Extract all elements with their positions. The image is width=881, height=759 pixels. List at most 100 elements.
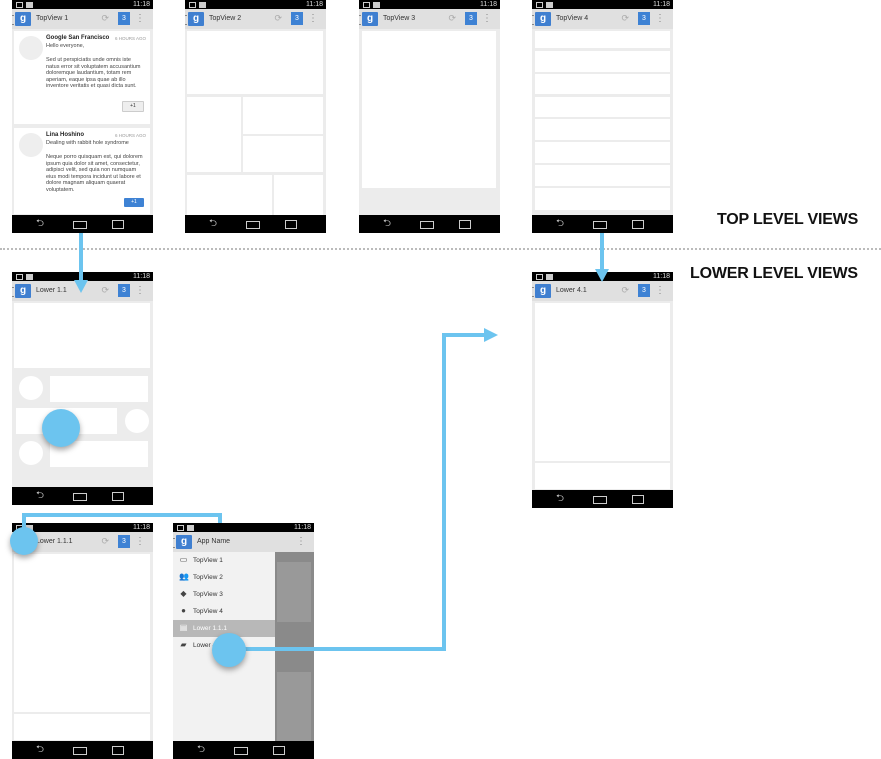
home-icon[interactable] (593, 496, 607, 504)
nav-bar: ⮌ (12, 215, 153, 233)
list-item[interactable] (535, 51, 670, 72)
overflow-menu-icon[interactable]: ⋮ (655, 285, 665, 296)
content-tile[interactable] (243, 136, 323, 172)
home-icon[interactable] (246, 221, 260, 229)
sync-icon[interactable]: ⟳ (621, 13, 629, 23)
post-time: 6 HOURS AGO (114, 36, 146, 41)
recents-icon[interactable] (459, 220, 471, 229)
notification-badge[interactable]: 3 (118, 284, 130, 297)
sync-icon[interactable]: ⟳ (101, 13, 109, 23)
touch-point-app-icon (10, 527, 38, 555)
content-panel (14, 554, 150, 712)
nav-bar: ⮌ (532, 215, 673, 233)
sync-icon[interactable]: ⟳ (621, 285, 629, 295)
content-tile[interactable] (187, 31, 323, 94)
phone-lower11: 11:18 g Lower 1.1 ⟳ 3 ⋮ ⮌ (12, 272, 153, 505)
drawer-item-topview1[interactable]: ▭ TopView 1 (179, 555, 223, 565)
app-logo-icon[interactable]: g (12, 284, 31, 298)
overflow-menu-icon[interactable]: ⋮ (482, 13, 492, 24)
list-item[interactable] (535, 74, 670, 94)
screen-title: TopView 2 (209, 15, 242, 22)
back-icon[interactable]: ⮌ (197, 744, 206, 755)
recents-icon[interactable] (112, 746, 124, 755)
post-body: Sed ut perspiciatis unde omnis iste natu… (46, 57, 141, 89)
notification-badge[interactable]: 3 (465, 12, 477, 25)
back-icon[interactable]: ⮌ (556, 218, 565, 229)
sync-icon[interactable]: ⟳ (274, 13, 282, 23)
status-bar: 11:18 (359, 0, 500, 9)
overflow-menu-icon[interactable]: ⋮ (308, 13, 318, 24)
app-logo-icon[interactable]: g (12, 12, 31, 26)
status-bar: 11:18 (173, 523, 314, 532)
app-logo-icon[interactable]: g (173, 535, 192, 549)
list-item[interactable] (50, 376, 148, 402)
arrowhead (484, 328, 498, 342)
dimmed-content (275, 552, 314, 742)
plus-one-button[interactable]: +1 (122, 101, 144, 112)
notification-badge[interactable]: 3 (118, 12, 130, 25)
back-icon[interactable]: ⮌ (36, 744, 45, 755)
back-icon[interactable]: ⮌ (36, 490, 45, 501)
back-icon[interactable]: ⮌ (556, 493, 565, 504)
notification-badge[interactable]: 3 (638, 284, 650, 297)
phone-lower111: 11:18 g Lower 1.1.1 ⟳ 3 ⋮ ⮌ (12, 523, 153, 759)
drawer-item-topview2[interactable]: 👥 TopView 2 (179, 572, 223, 582)
home-icon[interactable] (420, 221, 434, 229)
notification-badge[interactable]: 3 (291, 12, 303, 25)
post-headline: Dealing with rabbit hole syndrome (46, 140, 129, 146)
overflow-menu-icon[interactable]: ⋮ (296, 536, 306, 547)
list-item[interactable] (535, 97, 670, 117)
status-bar: 11:18 (185, 0, 326, 9)
drawer-item-topview4[interactable]: ● TopView 4 (173, 603, 275, 620)
recents-icon[interactable] (112, 220, 124, 229)
home-icon[interactable] (73, 747, 87, 755)
app-logo-icon[interactable]: g (532, 284, 551, 298)
home-icon[interactable] (593, 221, 607, 229)
post-card[interactable]: Google San Francisco 6 HOURS AGO Hello e… (14, 31, 150, 124)
content-footer (14, 714, 150, 740)
home-icon[interactable] (234, 747, 248, 755)
content-tile[interactable] (187, 175, 272, 215)
list-item[interactable] (535, 142, 670, 163)
content-tile[interactable] (243, 97, 323, 134)
overflow-menu-icon[interactable]: ⋮ (135, 285, 145, 296)
content-tile[interactable] (187, 97, 241, 172)
action-bar: g Lower 1.1 ⟳ 3 ⋮ (12, 281, 153, 301)
nav-bar: ⮌ (359, 215, 500, 233)
overflow-menu-icon[interactable]: ⋮ (135, 13, 145, 24)
app-logo-icon[interactable]: g (532, 12, 551, 26)
status-bar: 11:18 (532, 272, 673, 281)
post-card[interactable]: Lina Hoshino 6 HOURS AGO Dealing with ra… (14, 128, 150, 214)
recents-icon[interactable] (112, 492, 124, 501)
overflow-menu-icon[interactable]: ⋮ (135, 536, 145, 547)
action-bar: g TopView 1 ⟳ 3 ⋮ (12, 9, 153, 29)
tag-icon: ◆ (180, 589, 187, 598)
list-item[interactable] (535, 119, 670, 140)
list-item[interactable] (535, 31, 670, 48)
list-item[interactable] (535, 165, 670, 186)
home-icon[interactable] (73, 221, 87, 229)
notification-badge[interactable]: 3 (118, 535, 130, 548)
content-tile[interactable] (274, 175, 323, 215)
home-icon[interactable] (73, 493, 87, 501)
nav-bar: ⮌ (12, 487, 153, 505)
recents-icon[interactable] (632, 495, 644, 504)
list-item[interactable] (535, 188, 670, 210)
sync-icon[interactable]: ⟳ (448, 13, 456, 23)
recents-icon[interactable] (285, 220, 297, 229)
back-icon[interactable]: ⮌ (209, 218, 218, 229)
drawer-item-topview3[interactable]: ◆ TopView 3 (180, 589, 223, 599)
screen-title: Lower 1.1 (36, 287, 67, 294)
recents-icon[interactable] (632, 220, 644, 229)
sync-icon[interactable]: ⟳ (101, 285, 109, 295)
overflow-menu-icon[interactable]: ⋮ (655, 13, 665, 24)
app-logo-icon[interactable]: g (359, 12, 378, 26)
back-icon[interactable]: ⮌ (36, 218, 45, 229)
app-logo-icon[interactable]: g (185, 12, 204, 26)
drawer-item-lower41[interactable]: ▰ Lower 4.1 (180, 640, 222, 650)
sync-icon[interactable]: ⟳ (101, 536, 109, 546)
recents-icon[interactable] (273, 746, 285, 755)
plus-one-button[interactable]: +1 (124, 198, 144, 207)
notification-badge[interactable]: 3 (638, 12, 650, 25)
back-icon[interactable]: ⮌ (383, 218, 392, 229)
